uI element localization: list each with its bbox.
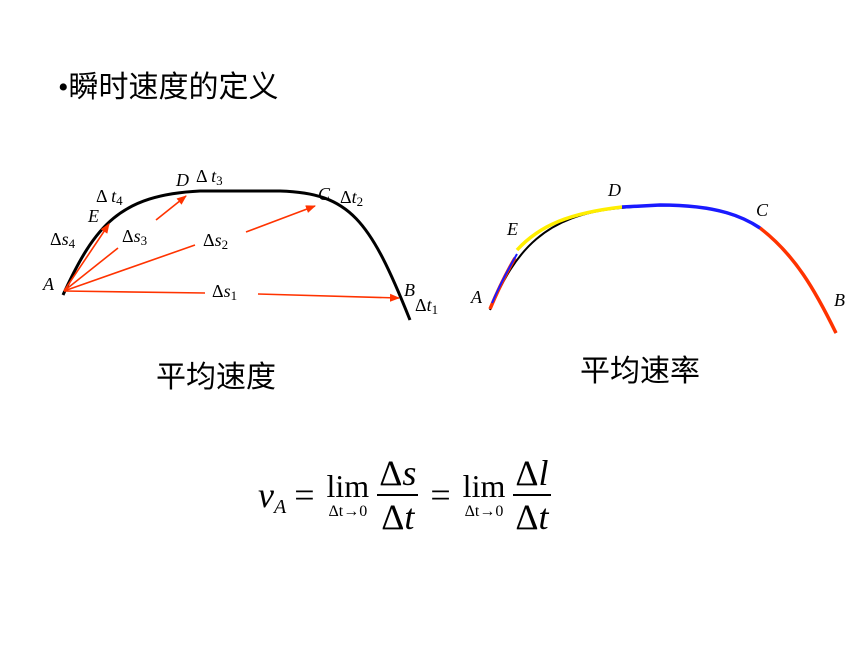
right-base-curve — [489, 203, 837, 334]
limit-condition: Δt→0 — [464, 503, 504, 520]
title-text: 瞬时速度的定义 — [68, 70, 279, 105]
formula-limit-1: lim Δt→0 — [327, 469, 370, 521]
formula-fraction-ds-dt: Δs Δt — [377, 452, 419, 538]
fraction-denominator: Δt — [381, 497, 415, 537]
slide-title: •瞬时速度的定义 — [58, 62, 279, 106]
arrow-delta-s4 — [63, 223, 110, 292]
right-segment-a-e-blue — [491, 253, 518, 304]
arrow-delta-s2-tail — [245, 205, 316, 233]
left-point-d: D — [175, 170, 189, 190]
label-delta-t3: Δ t3 — [196, 166, 223, 188]
caption-average-velocity: 平均速度 — [156, 360, 276, 395]
left-point-b: B — [404, 280, 415, 300]
limit-word: lim — [462, 468, 506, 504]
fraction-bar — [513, 494, 551, 496]
left-point-a: A — [42, 274, 55, 294]
label-delta-s1: Δs1 — [212, 281, 237, 303]
limit-word: lim — [326, 468, 370, 504]
left-trajectory-curve — [61, 189, 412, 321]
arrow-delta-s1 — [63, 290, 206, 294]
formula-equals-1: = — [294, 475, 315, 515]
right-point-e: E — [506, 219, 518, 239]
right-segment-d-c-blue — [621, 203, 761, 230]
right-segment-c-b-red — [758, 226, 838, 334]
arrow-delta-s3-tail — [155, 195, 187, 221]
label-delta-s3: Δs3 — [122, 226, 147, 248]
right-segment-e-d-yellow — [515, 205, 623, 252]
fraction-numerator: Δs — [379, 453, 417, 493]
right-point-c: C — [756, 200, 769, 220]
label-delta-t4: Δ t4 — [96, 186, 123, 208]
formula-fraction-dl-dt: Δl Δt — [513, 452, 551, 538]
instantaneous-velocity-formula: v A = lim Δt→0 Δs Δt = lim Δt→0 Δl Δt — [258, 450, 555, 540]
left-point-c: C — [318, 184, 331, 204]
label-delta-t2: Δt2 — [340, 187, 363, 209]
arrow-delta-s1-tail — [257, 293, 400, 302]
label-delta-t1: Δt1 — [415, 295, 438, 317]
label-delta-s2: Δs2 — [203, 230, 228, 252]
arrow-delta-s3 — [63, 247, 119, 292]
caption-average-speed: 平均速率 — [580, 354, 700, 389]
right-point-a: A — [470, 287, 483, 307]
formula-equals-2: = — [430, 475, 451, 515]
right-point-d: D — [607, 180, 621, 200]
formula-v-subscript: A — [273, 495, 287, 518]
label-delta-s4: Δs4 — [50, 229, 76, 251]
formula-v: v — [258, 475, 274, 515]
fraction-bar — [377, 494, 419, 496]
left-point-e: E — [87, 206, 99, 226]
formula-limit-2: lim Δt→0 — [463, 469, 506, 521]
fraction-denominator: Δt — [515, 497, 549, 537]
bullet-icon: • — [58, 71, 69, 104]
limit-condition: Δt→0 — [328, 503, 368, 520]
fraction-numerator: Δl — [515, 453, 549, 493]
right-point-b: B — [834, 290, 845, 310]
arrow-delta-s2 — [63, 244, 196, 292]
